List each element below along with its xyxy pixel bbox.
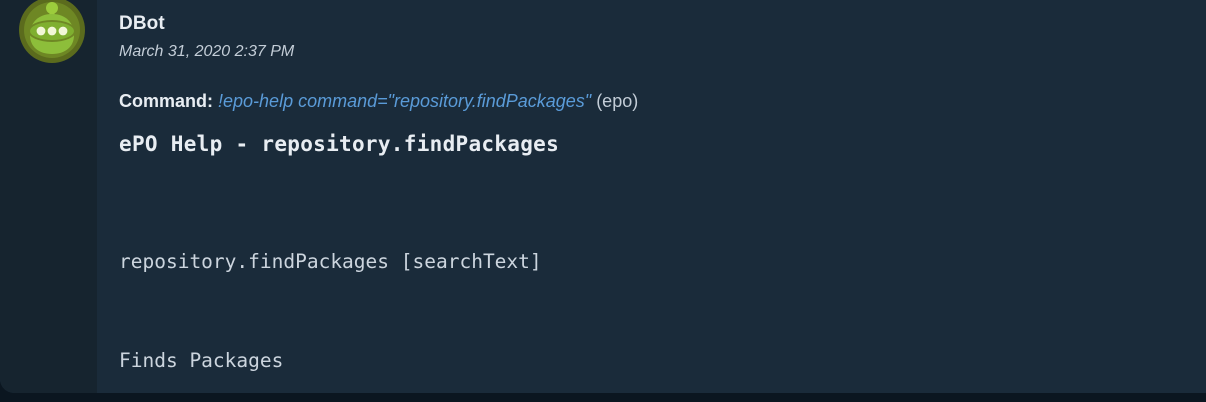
message-author-name: DBot (119, 13, 165, 34)
avatar-gutter (0, 0, 97, 393)
command-brand: (epo) (596, 91, 639, 111)
help-line: Finds Packages (119, 349, 284, 372)
help-line: repository.findPackages [searchText] (119, 250, 542, 273)
help-heading: ePO Help - repository.findPackages (119, 132, 560, 156)
page-bottom-strip (0, 393, 1206, 402)
command-line: Command: !epo-help command="repository.f… (119, 89, 1206, 113)
command-value: !epo-help command="repository.findPackag… (218, 91, 592, 111)
chat-message-card: DBot March 31, 2020 2:37 PM Command: !ep… (0, 0, 1206, 393)
message-timestamp: March 31, 2020 2:37 PM (119, 43, 295, 60)
help-body: repository.findPackages [searchText] Fin… (119, 179, 1206, 393)
dbot-robot-avatar-icon (16, 0, 88, 66)
command-label: Command: (119, 91, 213, 111)
message-body: DBot March 31, 2020 2:37 PM Command: !ep… (97, 0, 1206, 393)
